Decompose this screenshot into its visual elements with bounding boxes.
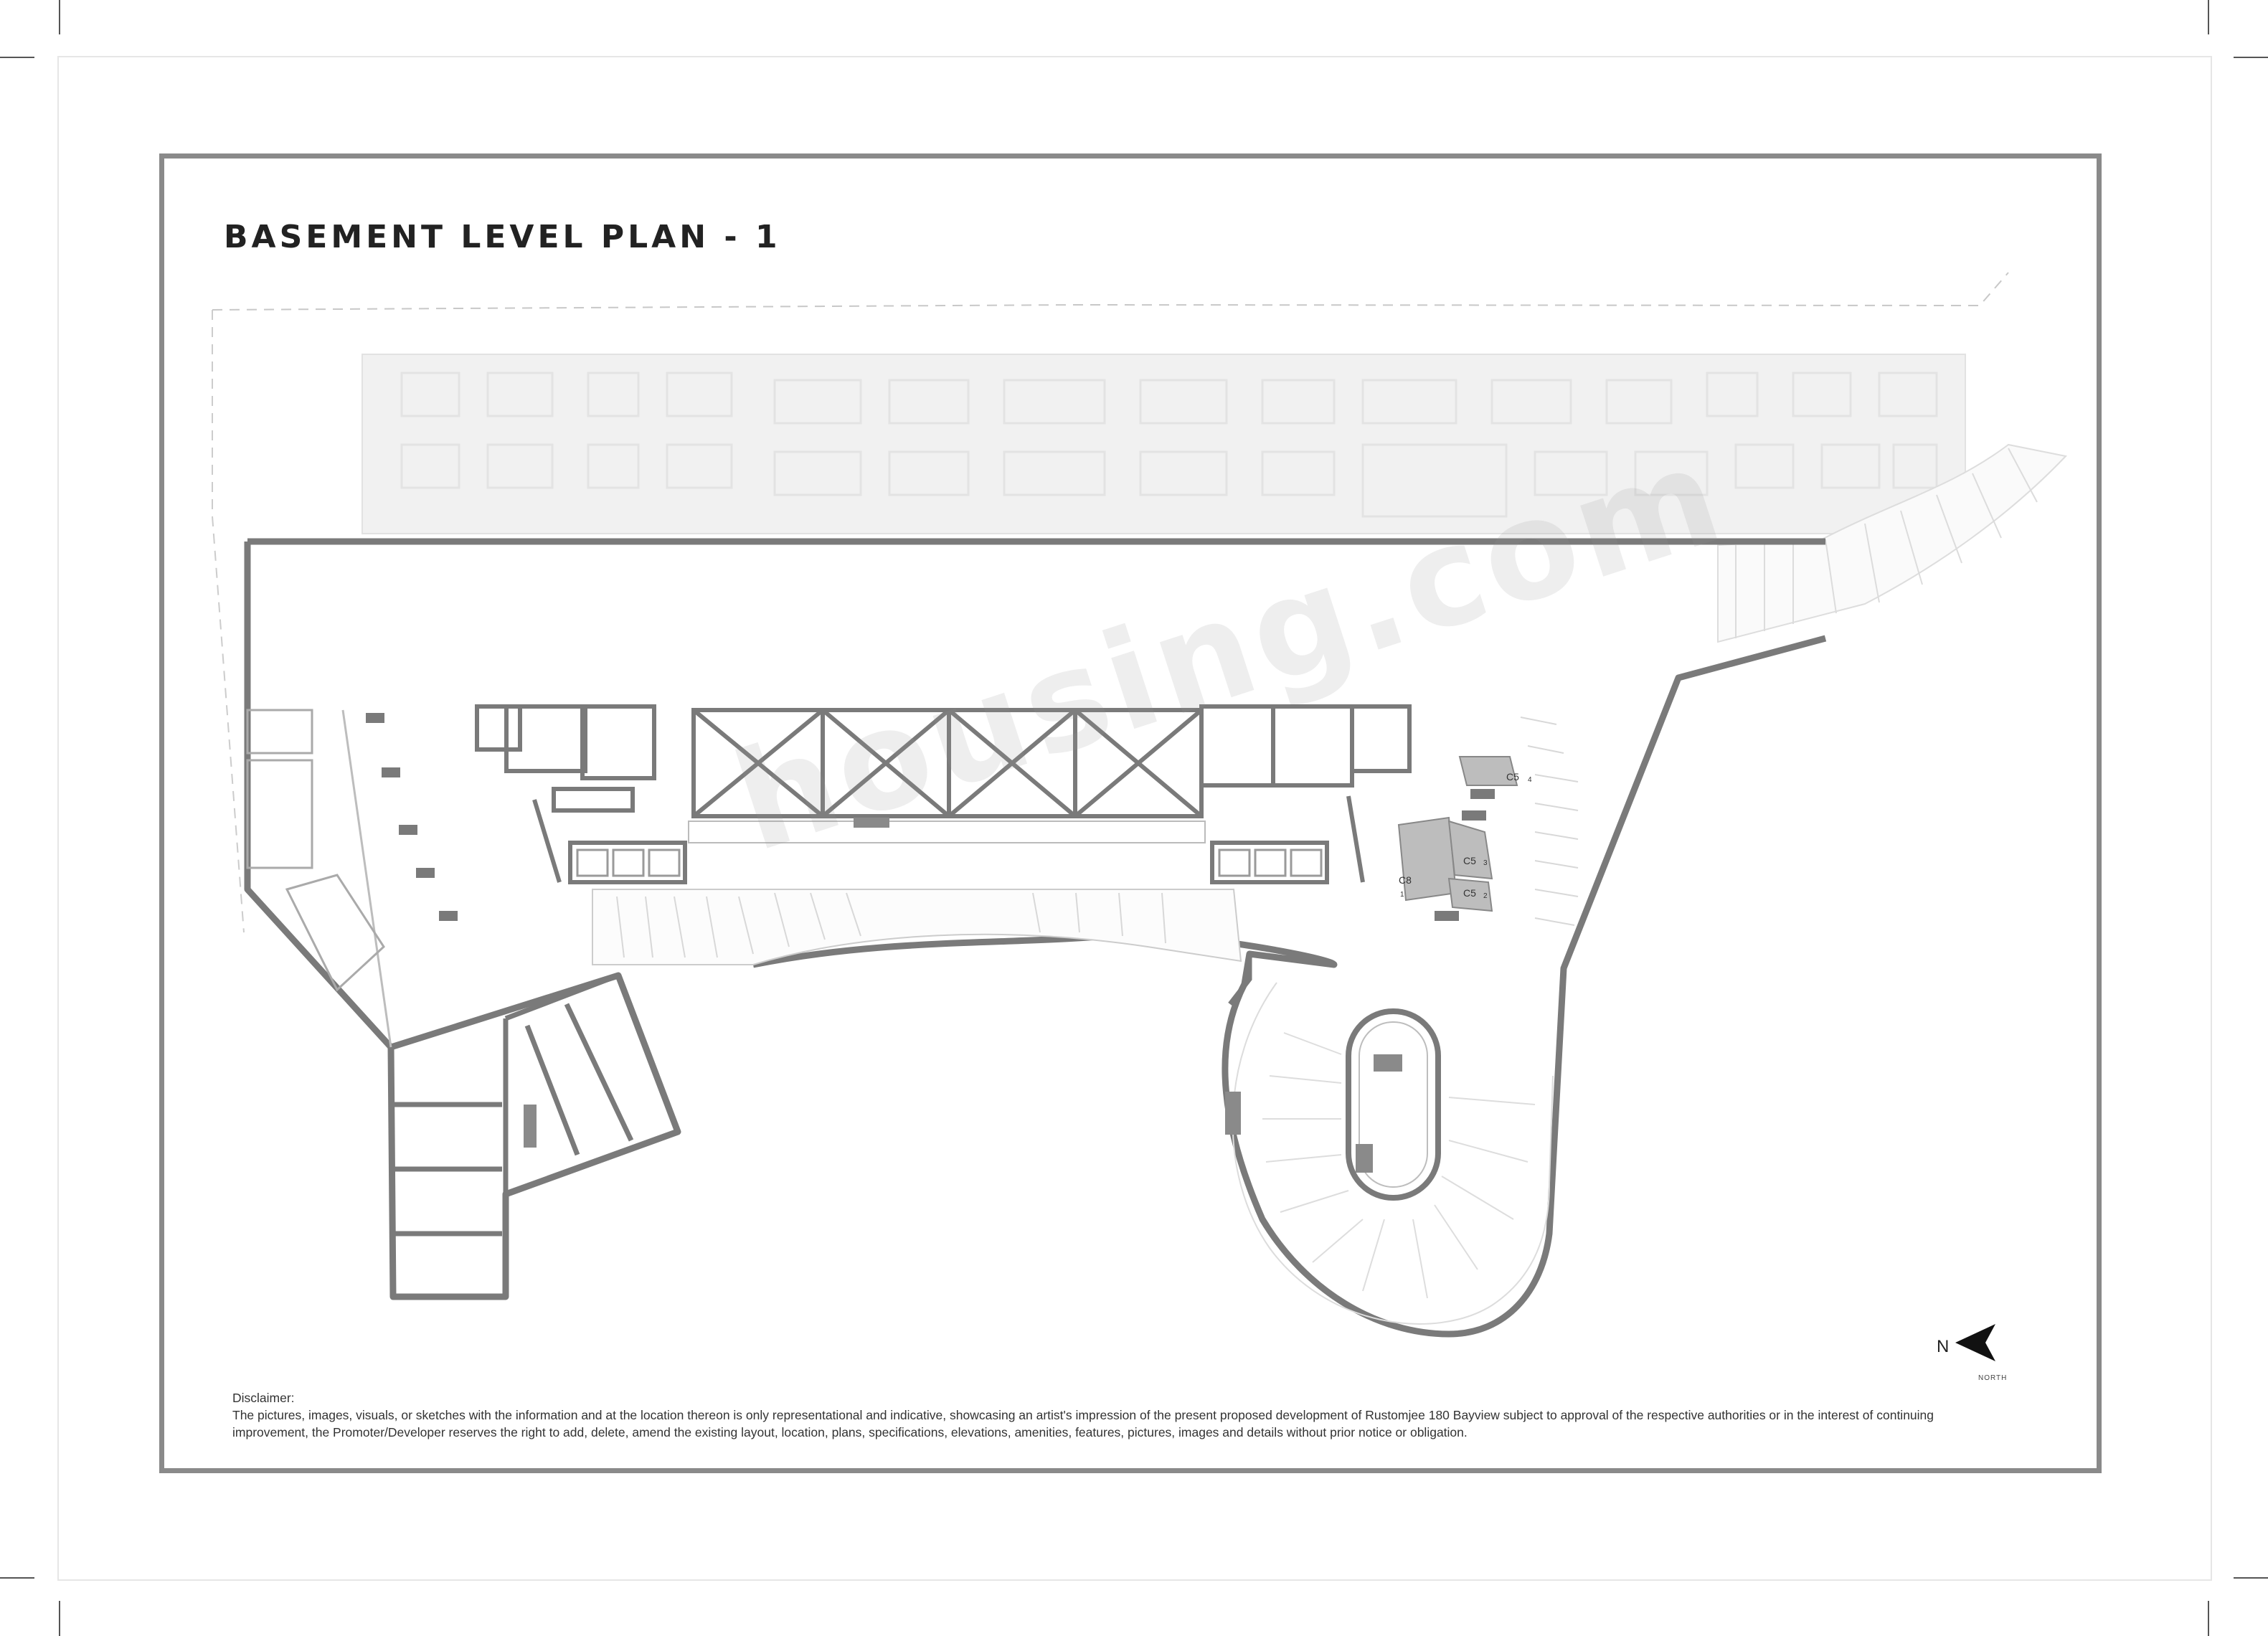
lower-left-rooms: [393, 973, 634, 1237]
service-room-a: [246, 709, 313, 755]
helical-side-marker: [1225, 1092, 1241, 1135]
north-arrow-icon: [1955, 1324, 1995, 1361]
entry-ramp: [1717, 443, 2067, 643]
left-ramp-markers: [366, 713, 458, 921]
car-park-label: C8: [1399, 874, 1412, 886]
car-park-number: 4: [1528, 776, 1532, 784]
helical-marker: [1356, 1144, 1373, 1173]
core-right-lifts: [1218, 848, 1323, 877]
right-parking-markers: [1435, 789, 1495, 921]
north-letter: N: [1937, 1337, 1950, 1356]
corridor-marker: [854, 818, 889, 828]
site-boundary-left: [212, 310, 245, 933]
parking-band: [592, 889, 1242, 965]
disclaimer-body: The pictures, images, visuals, or sketch…: [232, 1408, 1934, 1439]
crop-mark: [2234, 57, 2268, 58]
crop-mark: [2208, 0, 2209, 34]
ghost-building: [362, 354, 1966, 534]
left-ramp-edge: [341, 709, 392, 1048]
helical-entry: [1228, 954, 1252, 1006]
disclaimer: Disclaimer: The pictures, images, visual…: [232, 1389, 1939, 1441]
core-left-lifts: [576, 848, 681, 877]
helical-core: [1346, 1008, 1441, 1201]
helical-ramp: [1232, 982, 1554, 1325]
service-room-c: [285, 874, 385, 992]
helical-core-inner: [1359, 1021, 1428, 1188]
drawing-frame: [159, 153, 2102, 1473]
central-voids: [691, 708, 1204, 818]
car-park-label: C5: [1506, 771, 1519, 782]
crop-mark: [59, 0, 60, 34]
service-room-b: [246, 759, 313, 869]
ghost-building-cells: [400, 372, 1938, 518]
core-left: [475, 704, 687, 884]
car-park-number: 3: [1483, 859, 1488, 867]
parking-band-lines: [616, 892, 1166, 958]
helical-hatch: [1262, 1032, 1536, 1299]
central-corridor: [688, 821, 1206, 843]
lower-left-stair: [524, 1105, 537, 1148]
basement-outer-wall: [244, 538, 1827, 1338]
ramp-hatch: [1735, 448, 2038, 638]
car-park-number: 1: [1400, 891, 1404, 899]
crop-mark: [2208, 1601, 2209, 1636]
disclaimer-heading: Disclaimer:: [232, 1391, 295, 1405]
car-park-label: C5: [1463, 855, 1476, 866]
right-parking-hatch: [1520, 717, 1579, 926]
helical-marker: [1374, 1054, 1402, 1072]
right-parking-stalls: [1397, 756, 1518, 912]
car-park-label: C5: [1463, 887, 1476, 899]
north-label: NORTH: [1978, 1374, 2008, 1382]
north-arrow: N NORTH: [1929, 1321, 2016, 1386]
crop-mark: [2234, 1577, 2268, 1579]
crop-mark: [0, 57, 34, 58]
crop-mark: [0, 1577, 34, 1579]
site-boundary: [212, 272, 2009, 311]
crop-mark: [59, 1601, 60, 1636]
plan-title: BASEMENT LEVEL PLAN - 1: [224, 219, 781, 255]
car-park-number: 2: [1483, 892, 1488, 900]
trim-border: [57, 56, 2212, 1581]
core-right: [1199, 704, 1412, 884]
